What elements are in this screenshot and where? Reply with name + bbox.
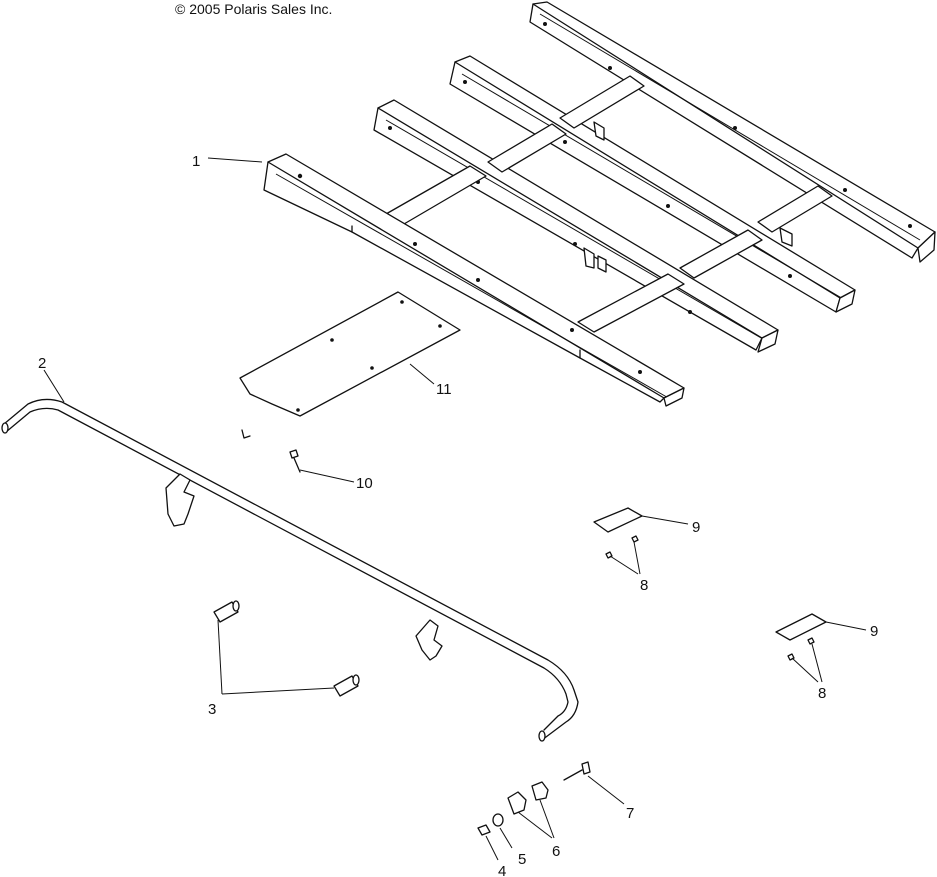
- callout-8-lower: 8: [818, 685, 826, 702]
- pin-part-7: [563, 761, 591, 781]
- frame-rail-front-left: [263, 153, 685, 407]
- callout-8-upper: 8: [640, 577, 648, 594]
- callout-7: 7: [626, 805, 634, 822]
- frame-brackets: [583, 121, 793, 273]
- pins-part-3: [213, 600, 360, 697]
- frame-rail-center-left: [373, 99, 779, 353]
- callout-2: 2: [38, 355, 46, 372]
- callout-11: 11: [436, 381, 452, 398]
- frame-cross-members: [385, 75, 833, 333]
- callout-1: 1: [192, 153, 200, 170]
- copyright-text: © 2005 Polaris Sales Inc.: [175, 1, 332, 17]
- cover-plate: [239, 291, 461, 417]
- callout-9-upper: 9: [692, 519, 700, 536]
- fasteners-part-8: [605, 535, 815, 661]
- nut-part-4: [477, 824, 491, 836]
- bushings-part-6: [507, 781, 549, 815]
- callout-10: 10: [356, 475, 373, 492]
- callout-6: 6: [552, 843, 560, 860]
- washer-part-5: [492, 813, 504, 827]
- small-clip: [241, 429, 251, 439]
- callout-9-lower: 9: [870, 623, 878, 640]
- leader-lines: [43, 157, 867, 861]
- pads-part-9: [593, 507, 827, 641]
- callout-4: 4: [498, 863, 506, 877]
- callout-5: 5: [518, 851, 526, 868]
- frame-rail-outer-right: [529, 1, 936, 263]
- tube-bar: [1, 398, 579, 742]
- frame-assembly: [263, 1, 936, 407]
- bolt-part-10: [289, 449, 301, 473]
- callout-3: 3: [208, 701, 216, 718]
